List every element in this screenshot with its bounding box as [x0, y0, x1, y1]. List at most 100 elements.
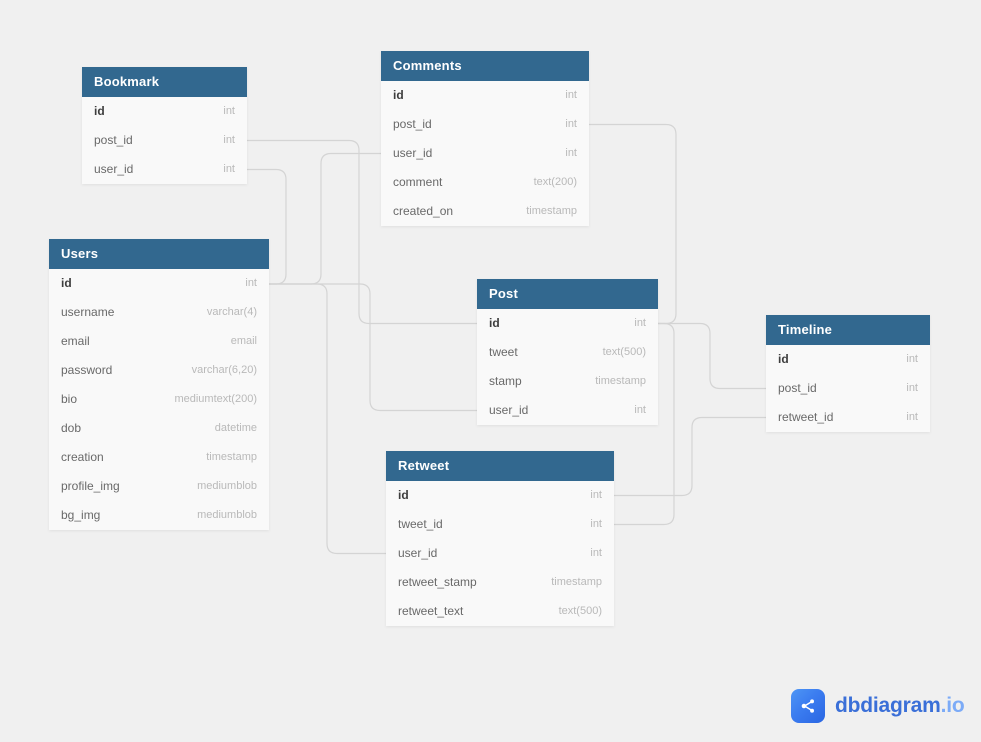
- table-comments-header[interactable]: Comments: [381, 51, 589, 81]
- relationship-timeline-postid-post-id[interactable]: [658, 322, 766, 390]
- relationship-retweet-tweetid-post-id[interactable]: [614, 322, 675, 526]
- field-type: int: [634, 404, 646, 416]
- field-type: datetime: [214, 422, 257, 434]
- field-name: tweet_id: [398, 517, 443, 531]
- field-name: comment: [393, 175, 443, 189]
- field-row-users-dob[interactable]: dob datetime: [49, 414, 269, 443]
- table-post-header[interactable]: Post: [477, 279, 658, 309]
- field-row-retweet-tweet_id[interactable]: tweet_id int: [386, 510, 614, 539]
- field-name: post_id: [94, 133, 133, 147]
- field-row-comments-comment[interactable]: comment text(200): [381, 168, 589, 197]
- field-row-bookmark-post_id[interactable]: post_id int: [82, 126, 247, 155]
- field-name: dob: [61, 421, 82, 435]
- field-row-users-password[interactable]: password varchar(6,20): [49, 356, 269, 385]
- field-name: profile_img: [61, 479, 120, 493]
- field-type: text(500): [602, 346, 646, 358]
- field-name: created_on: [393, 204, 454, 218]
- field-type: int: [590, 518, 602, 530]
- field-type: text(200): [533, 176, 577, 188]
- field-type: int: [590, 489, 602, 501]
- field-type: timestamp: [551, 576, 602, 588]
- field-name: retweet_text: [398, 604, 464, 618]
- field-name: post_id: [778, 381, 817, 395]
- field-row-users-email[interactable]: email email: [49, 327, 269, 356]
- table-bookmark-header[interactable]: Bookmark: [82, 67, 247, 97]
- field-name: tweet: [489, 345, 518, 359]
- field-row-timeline-post_id[interactable]: post_id int: [766, 374, 930, 403]
- field-name: user_id: [393, 146, 433, 160]
- field-name: username: [61, 305, 115, 319]
- field-type: varchar(6,20): [191, 364, 257, 376]
- table-timeline-header[interactable]: Timeline: [766, 315, 930, 345]
- field-name: password: [61, 363, 113, 377]
- field-row-comments-created_on[interactable]: created_on timestamp: [381, 197, 589, 226]
- relationship-post-userid-users-id[interactable]: [269, 283, 477, 412]
- field-type: int: [245, 277, 257, 289]
- relationship-timeline-retweetid-retweet-id[interactable]: [614, 416, 766, 497]
- field-type: int: [906, 353, 918, 365]
- field-name: user_id: [489, 403, 529, 417]
- field-row-post-user_id[interactable]: user_id int: [477, 396, 658, 425]
- field-row-post-id[interactable]: id int: [477, 309, 658, 338]
- table-retweet-header[interactable]: Retweet: [386, 451, 614, 481]
- field-row-timeline-id[interactable]: id int: [766, 345, 930, 374]
- field-type: int: [223, 163, 235, 175]
- field-name: id: [393, 88, 404, 102]
- field-name: email: [61, 334, 90, 348]
- field-name: retweet_id: [778, 410, 834, 424]
- field-type: varchar(4): [206, 306, 257, 318]
- field-type: email: [230, 335, 257, 347]
- field-row-users-username[interactable]: username varchar(4): [49, 298, 269, 327]
- field-type: int: [634, 317, 646, 329]
- table-users-header[interactable]: Users: [49, 239, 269, 269]
- field-name: creation: [61, 450, 104, 464]
- field-name: id: [778, 352, 789, 366]
- field-name: bio: [61, 392, 78, 406]
- field-name: user_id: [398, 546, 438, 560]
- field-type: int: [223, 105, 235, 117]
- field-type: text(500): [558, 605, 602, 617]
- field-type: timestamp: [526, 205, 577, 217]
- relationship-retweet-userid-users-id[interactable]: [269, 283, 386, 555]
- dbdiagram-logo[interactable]: dbdiagram.io: [791, 689, 965, 723]
- field-type: timestamp: [206, 451, 257, 463]
- field-row-retweet-retweet_text[interactable]: retweet_text text(500): [386, 597, 614, 626]
- field-name: post_id: [393, 117, 432, 131]
- field-name: id: [489, 316, 500, 330]
- field-type: int: [906, 382, 918, 394]
- share-icon: [791, 689, 825, 723]
- logo-text: dbdiagram.io: [835, 694, 965, 718]
- field-type: int: [223, 134, 235, 146]
- relationship-bookmark-postid-post-id[interactable]: [247, 139, 477, 325]
- field-row-users-creation[interactable]: creation timestamp: [49, 443, 269, 472]
- field-row-post-tweet[interactable]: tweet text(500): [477, 338, 658, 367]
- field-name: bg_img: [61, 508, 101, 522]
- field-type: timestamp: [595, 375, 646, 387]
